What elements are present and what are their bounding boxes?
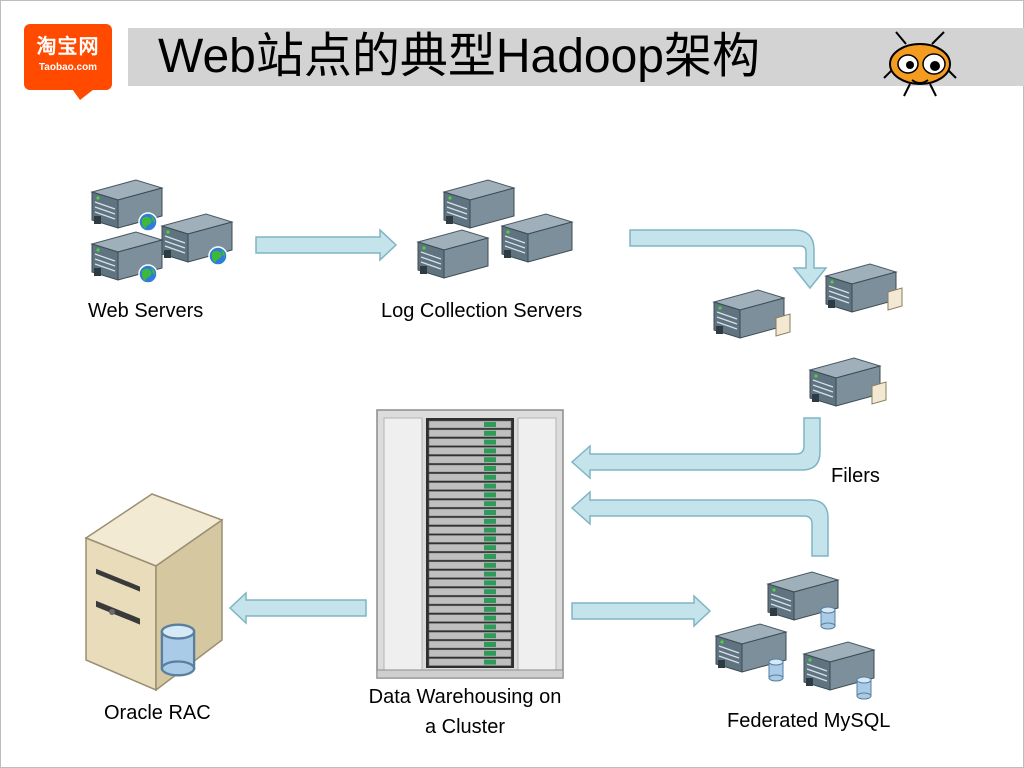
logo-cn-text: 淘宝网 bbox=[36, 36, 100, 58]
rack-unit bbox=[428, 526, 512, 534]
arrow-mysql-to-cluster bbox=[570, 490, 829, 557]
rack-unit-light bbox=[484, 501, 496, 507]
rack-unit bbox=[428, 464, 512, 473]
cluster-rack-icon bbox=[376, 409, 564, 679]
taobao-logo: 淘宝网 Taobao.com bbox=[24, 24, 112, 90]
rack-unit-light bbox=[484, 448, 496, 454]
rack-unit bbox=[428, 579, 512, 587]
page-title: Web站点的典型Hadoop架构 bbox=[158, 30, 760, 83]
filer-1 bbox=[825, 263, 903, 313]
rack-unit-light bbox=[484, 615, 496, 621]
mysql-server-3 bbox=[803, 641, 875, 700]
web-server-group bbox=[91, 179, 233, 284]
title-bar bbox=[128, 28, 1024, 86]
rack-unit-light bbox=[484, 483, 496, 489]
rack-unit bbox=[428, 455, 512, 464]
mysql-server-1 bbox=[767, 571, 839, 630]
rack-unit-light bbox=[484, 659, 496, 665]
rack-unit bbox=[428, 482, 512, 490]
web-server-2 bbox=[161, 213, 233, 266]
label-warehouse-line1: Data Warehousing on bbox=[368, 686, 562, 708]
rack-unit bbox=[428, 614, 512, 622]
rack-unit bbox=[428, 535, 512, 543]
rack-unit-light bbox=[484, 554, 496, 559]
rack-unit-light bbox=[484, 545, 496, 551]
rack-unit bbox=[428, 640, 512, 649]
label-warehouse-line2: a Cluster bbox=[424, 716, 506, 738]
rack-unit-light bbox=[484, 466, 496, 471]
rack-unit bbox=[428, 473, 512, 482]
rack-unit-light bbox=[484, 562, 496, 568]
rack-unit-light bbox=[484, 580, 496, 586]
rack-unit bbox=[428, 517, 512, 526]
rack-unit-light bbox=[484, 474, 496, 480]
rack-unit-light bbox=[484, 527, 496, 533]
rack-unit-light bbox=[484, 457, 496, 463]
rack-unit bbox=[428, 631, 512, 640]
arrow-web-to-log bbox=[255, 228, 398, 262]
web-server-1 bbox=[91, 179, 163, 232]
mysql-server-2 bbox=[715, 623, 787, 682]
label-web-servers: Web Servers bbox=[88, 300, 204, 322]
rack-unit bbox=[428, 438, 512, 446]
rack-unit-light bbox=[484, 624, 496, 630]
log-server-1 bbox=[443, 179, 515, 229]
rack-unit-light bbox=[484, 422, 496, 427]
rack-unit bbox=[428, 596, 512, 605]
rack-unit-light bbox=[484, 510, 496, 515]
rack-unit bbox=[428, 658, 512, 666]
rack-unit bbox=[428, 561, 512, 570]
arrow-cluster-to-oracle bbox=[228, 591, 367, 625]
log-server-group bbox=[417, 179, 573, 279]
rack-unit-light bbox=[484, 606, 496, 612]
arrow-filers-to-cluster bbox=[570, 417, 821, 480]
rack-unit bbox=[428, 429, 512, 438]
rack-unit bbox=[428, 420, 512, 429]
rack-unit bbox=[428, 543, 512, 552]
rack-unit-light bbox=[484, 571, 496, 577]
ant-mascot-icon bbox=[883, 31, 957, 97]
rack-unit bbox=[428, 649, 512, 658]
rack-unit-light bbox=[484, 642, 496, 647]
label-log-collection-servers: Log Collection Servers bbox=[381, 300, 583, 322]
label-filers: Filers bbox=[831, 465, 880, 487]
rack-unit-light bbox=[484, 598, 496, 603]
rack-unit-light bbox=[484, 650, 496, 656]
mysql-group bbox=[715, 571, 875, 700]
logo-tail bbox=[70, 86, 98, 100]
rack-unit bbox=[428, 447, 512, 455]
label-federated-mysql: Federated MySQL bbox=[727, 710, 891, 732]
rack-unit bbox=[428, 491, 512, 499]
rack-unit-light bbox=[484, 439, 496, 445]
filer-3 bbox=[809, 357, 887, 407]
rack-unit-light bbox=[484, 589, 496, 595]
rack-unit bbox=[428, 508, 512, 517]
rack-unit-light bbox=[484, 430, 496, 436]
rack-unit bbox=[428, 570, 512, 578]
label-oracle-rac: Oracle RAC bbox=[104, 702, 211, 724]
rack-unit-light bbox=[484, 492, 496, 498]
rack-units bbox=[428, 420, 512, 666]
rack-unit-light bbox=[484, 633, 496, 639]
rack-unit bbox=[428, 623, 512, 631]
rack-unit bbox=[428, 552, 512, 561]
log-server-3 bbox=[417, 229, 489, 279]
web-server-3 bbox=[91, 231, 163, 284]
logo-en-text: Taobao.com bbox=[38, 62, 98, 73]
log-server-2 bbox=[501, 213, 573, 263]
rack-unit bbox=[428, 605, 512, 614]
filer-2 bbox=[713, 289, 791, 339]
oracle-server-icon bbox=[84, 493, 224, 692]
rack-unit bbox=[428, 587, 512, 596]
arrow-log-to-filers bbox=[629, 229, 828, 290]
rack-unit-light bbox=[484, 536, 496, 542]
rack-unit bbox=[428, 499, 512, 508]
arrow-cluster-to-mysql bbox=[571, 594, 712, 628]
rack-unit-light bbox=[484, 518, 496, 524]
